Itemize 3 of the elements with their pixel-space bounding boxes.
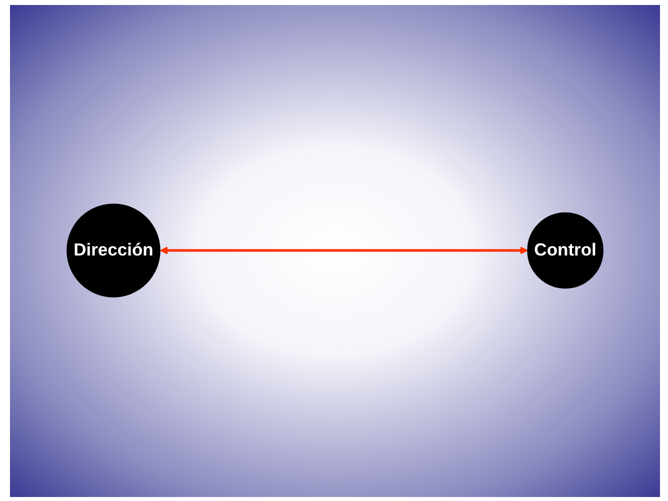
node-circle: Dirección [66,203,160,297]
arrow [160,246,528,254]
node-circle: Control [527,212,604,288]
